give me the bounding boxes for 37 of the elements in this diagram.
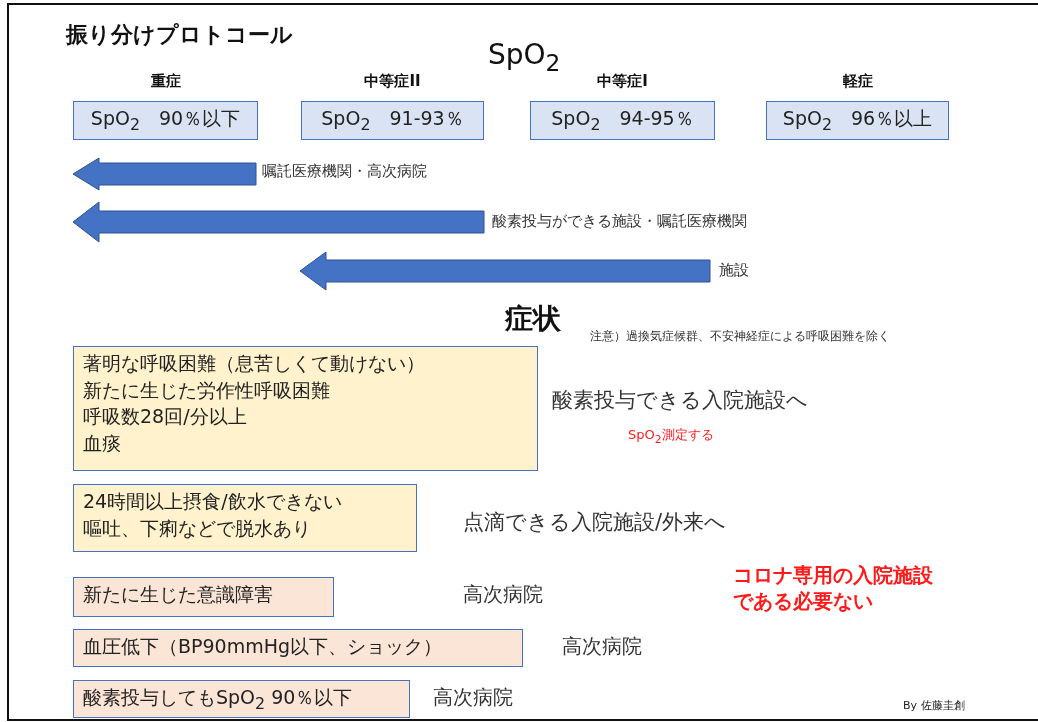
symptom-text: 血痰 bbox=[83, 430, 121, 456]
symptom-box bbox=[73, 680, 410, 718]
destination-text: 高次病院 bbox=[562, 633, 642, 660]
symptom-text: 呼吸数28回/分以上 bbox=[83, 404, 247, 430]
symptom-text: 酸素投与してもSpO$_{2}$ 90％以下 bbox=[83, 685, 353, 715]
arrow-label: 酸素投与ができる施設・嘱託医療機関 bbox=[492, 212, 747, 231]
symptom-box bbox=[73, 577, 334, 617]
spo2-range: SpO$_{2}$ 91-93％ bbox=[321, 106, 464, 136]
symptom-box bbox=[73, 629, 523, 667]
symptom-text: 新たに生じた意識障害 bbox=[83, 582, 273, 607]
arrow-label: 嘱託医療機関・高次病院 bbox=[262, 162, 427, 181]
destination-text: 高次病院 bbox=[463, 581, 543, 608]
title: 振り分けプロトコール bbox=[66, 21, 293, 49]
symptom-text: 嘔吐、下痢などで脱水あり bbox=[83, 515, 311, 541]
symptom-text: 24時間以上摂食/飲水できない bbox=[83, 489, 342, 514]
severity-label: 軽症 bbox=[841, 72, 874, 91]
section-heading: 症状 bbox=[505, 301, 561, 337]
instruction-note: SpO$_{2}$測定する bbox=[628, 426, 714, 446]
arrow-label: 施設 bbox=[719, 261, 749, 280]
spo2-heading: SpO$_{2}$ bbox=[488, 38, 561, 77]
symptom-text: 血圧低下（BP90mmHg以下、ショック） bbox=[83, 634, 443, 659]
symptom-text: 新たに生じた労作性呼吸困難 bbox=[83, 377, 330, 403]
destination-text: 点滴できる入院施設/外来へ bbox=[463, 509, 727, 536]
spo2-range: SpO$_{2}$ 94-95％ bbox=[551, 106, 694, 136]
spo2-range: SpO$_{2}$ 90％以下 bbox=[90, 106, 241, 136]
destination-text: 酸素投与できる入院施設へ bbox=[552, 387, 808, 414]
severity-label: 中等症I bbox=[596, 72, 649, 91]
note-text: 注意）過換気症候群、不安神経症による呼吸困難を除く bbox=[590, 328, 890, 345]
severity-label: 重症 bbox=[149, 72, 182, 91]
severity-label: 中等症II bbox=[363, 72, 422, 91]
destination-text: 高次病院 bbox=[433, 684, 513, 711]
symptom-box bbox=[73, 484, 417, 552]
author-credit: By 佐藤圭創 bbox=[903, 698, 965, 713]
symptom-text: 著明な呼吸困難（息苦しくて動けない） bbox=[83, 351, 425, 376]
spo2-range: SpO$_{2}$ 96％以上 bbox=[782, 106, 933, 136]
emphasis-note: コロナ専用の入院施設である必要ない bbox=[733, 562, 934, 614]
symptom-box bbox=[73, 346, 538, 471]
